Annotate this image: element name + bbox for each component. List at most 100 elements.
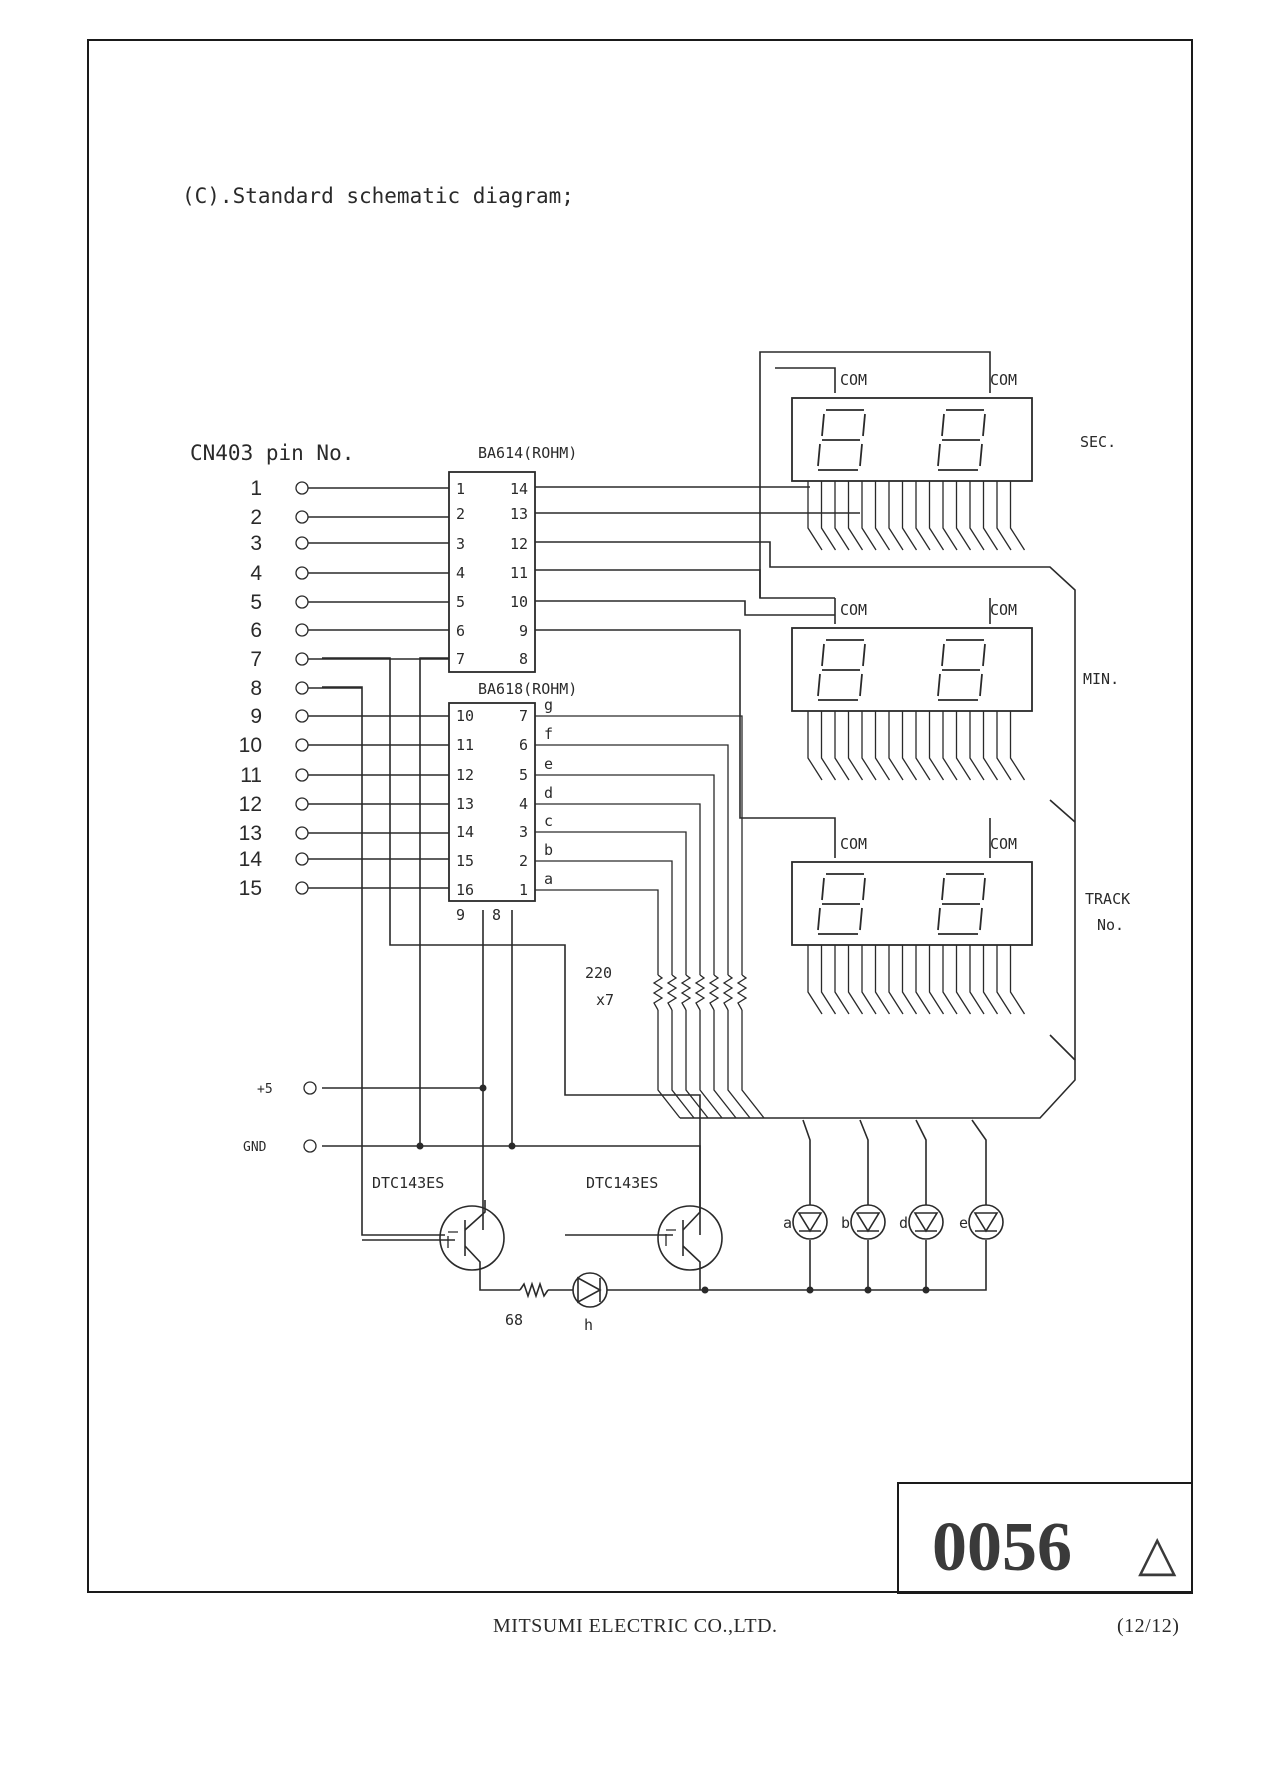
indicator-led-label: a <box>783 1214 792 1232</box>
ic-left-pin-number: 11 <box>456 736 474 754</box>
ic-right-pin-number: 5 <box>519 766 528 784</box>
connector-pin-label: 7 <box>250 648 262 671</box>
resistor-value: 220 <box>585 964 612 982</box>
gnd-terminal <box>303 1139 317 1153</box>
page-heading: (C).Standard schematic diagram; <box>182 184 574 208</box>
ic-left-pin-number: 7 <box>456 650 465 668</box>
ic-left-pin-number: 1 <box>456 480 465 498</box>
ic-right-pin-number: 3 <box>519 823 528 841</box>
indicator-led-label: b <box>841 1214 850 1232</box>
indicator-led: b <box>841 1204 886 1240</box>
page-frame <box>87 39 1193 1593</box>
seven-segment-displays: COM COM COM COM COM COM <box>791 371 1033 1015</box>
ic2-body <box>448 702 536 902</box>
footer-page: (12/12) <box>1117 1615 1179 1637</box>
footer-company: MITSUMI ELECTRIC CO.,LTD. <box>493 1615 778 1637</box>
connector-pin-terminal <box>295 536 309 550</box>
resistor <box>652 974 664 1011</box>
wiring <box>322 351 1076 1291</box>
connector-pin-terminal <box>295 709 309 723</box>
resistor <box>736 974 748 1011</box>
connector-pin-terminal <box>295 881 309 895</box>
led-h-resistor <box>519 1281 549 1299</box>
connector-pin-label: 14 <box>239 848 263 871</box>
ic1-name: BA614(ROHM) <box>478 444 577 462</box>
connector-pin-terminal <box>295 510 309 524</box>
ic1-body <box>448 471 536 673</box>
display-digit-right <box>937 409 986 471</box>
ic-right-pin-number: 10 <box>510 593 528 611</box>
resistor <box>666 974 678 1011</box>
connector-pin-terminal <box>295 797 309 811</box>
display-com-right: COM <box>990 371 1017 389</box>
connector-pin-terminal <box>295 738 309 752</box>
ic-segment-label: a <box>544 870 553 888</box>
ic-segment-label: f <box>544 725 553 743</box>
ic2-pin-9: 9 <box>456 906 465 924</box>
ic-right-pin-number: 1 <box>519 881 528 899</box>
connector-pin-label: 9 <box>250 705 262 728</box>
resistor-array <box>652 974 748 1011</box>
seven-segment-display: COM COM <box>791 371 1033 551</box>
transistor-2-label: DTC143ES <box>586 1174 658 1192</box>
display-com-right: COM <box>990 601 1017 619</box>
connector-pin-label: 13 <box>239 822 262 845</box>
transistor-1-symbol <box>362 1200 505 1271</box>
connector-pin-terminal <box>295 623 309 637</box>
connector-pin-terminal <box>295 852 309 866</box>
junction-dots <box>416 1084 930 1294</box>
display-digit-left <box>817 639 866 701</box>
ic-left-pin-number: 3 <box>456 535 465 553</box>
ic-right-pin-number: 11 <box>510 564 528 582</box>
ic-left-pin-number: 4 <box>456 564 465 582</box>
connector-pin-label: 12 <box>239 793 262 816</box>
display-digit-right <box>937 873 986 935</box>
connector-pin-label: 3 <box>250 532 262 555</box>
led-h <box>572 1272 608 1308</box>
gnd-label: GND <box>243 1140 267 1155</box>
connector-pin-terminal <box>295 681 309 695</box>
ic2-name: BA618(ROHM) <box>478 680 577 698</box>
ic-right-pin-number: 8 <box>519 650 528 668</box>
display-com-right: COM <box>990 835 1017 853</box>
ic-segment-label: e <box>544 755 553 773</box>
transistor-2-symbol <box>565 1175 723 1290</box>
ic-left-pin-number: 10 <box>456 707 474 725</box>
connector-pin-label: 2 <box>250 506 262 529</box>
connector-pin-label: 4 <box>250 562 262 585</box>
display-digit-left <box>817 873 866 935</box>
stamp-box <box>897 1482 1193 1594</box>
display-com-left: COM <box>840 835 867 853</box>
ic-right-pin-number: 6 <box>519 736 528 754</box>
display-com-left: COM <box>840 601 867 619</box>
connector-pin-label: 8 <box>250 677 262 700</box>
ic-right-pin-number: 12 <box>510 535 528 553</box>
indicator-led-label: d <box>899 1214 908 1232</box>
display-label-min: MIN. <box>1083 670 1119 688</box>
connector-pin-label: 15 <box>239 877 262 900</box>
display-pin-comb <box>807 481 1026 551</box>
connector-title: CN403 pin No. <box>190 441 354 465</box>
indicator-led: e <box>959 1204 1004 1240</box>
connector-pin-terminal <box>295 768 309 782</box>
display-label-sec: SEC. <box>1080 433 1116 451</box>
display-label-track: TRACK <box>1085 890 1130 908</box>
vcc-terminal <box>303 1081 317 1095</box>
ic-left-pin-number: 13 <box>456 795 474 813</box>
ic-right-pin-number: 4 <box>519 795 528 813</box>
resistor <box>680 974 692 1011</box>
connector-pin-label: 6 <box>250 619 262 642</box>
ic-left-pin-number: 2 <box>456 505 465 523</box>
resistor <box>722 974 734 1011</box>
ic-right-pin-number: 2 <box>519 852 528 870</box>
display-pin-comb <box>807 945 1026 1015</box>
resistor-count: x7 <box>596 991 614 1009</box>
ic-right-pin-number: 13 <box>510 505 528 523</box>
connector-pin-label: 1 <box>250 477 262 500</box>
ic-segment-label: c <box>544 812 553 830</box>
display-com-left: COM <box>840 371 867 389</box>
resistor <box>708 974 720 1011</box>
display-digit-right <box>937 639 986 701</box>
